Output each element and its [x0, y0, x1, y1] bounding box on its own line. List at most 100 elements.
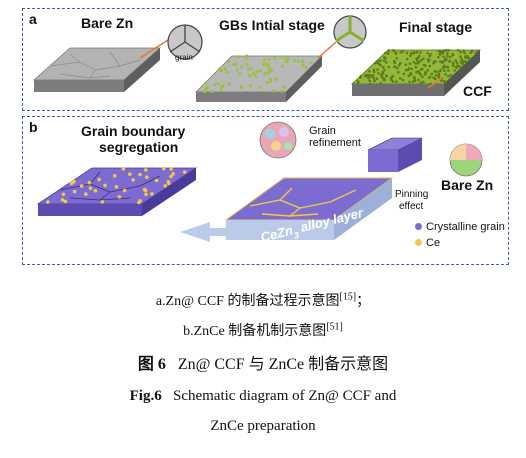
dot — [405, 57, 409, 61]
dot — [390, 78, 393, 82]
dot — [397, 64, 401, 67]
dot — [87, 180, 92, 185]
bare-zn-grain-circle — [449, 143, 483, 177]
dot — [383, 55, 386, 59]
dot — [100, 200, 105, 204]
dot — [203, 81, 208, 85]
dot — [61, 192, 66, 197]
dot — [112, 174, 117, 178]
dot — [446, 74, 450, 78]
dot — [309, 61, 313, 65]
dot — [69, 181, 74, 186]
bare-zn-label: Bare Zn — [81, 15, 134, 31]
dot — [216, 82, 220, 86]
dot — [446, 54, 449, 58]
fig-en-label: Fig.6 — [129, 388, 162, 404]
dot — [234, 62, 238, 66]
dot — [395, 66, 399, 70]
dot — [169, 167, 173, 171]
figure-title-en-1: Fig.6 Schematic diagram of Zn@ CCF and — [0, 388, 526, 405]
dot — [266, 62, 271, 67]
dot — [399, 61, 402, 65]
dot — [454, 59, 458, 62]
dot — [464, 60, 467, 63]
dot — [272, 89, 276, 93]
dot — [458, 65, 462, 68]
dot — [131, 178, 135, 182]
dot — [286, 57, 291, 61]
dot — [227, 81, 231, 86]
dot — [439, 68, 442, 72]
dot — [280, 64, 284, 68]
dot — [459, 55, 462, 58]
dot — [171, 172, 175, 176]
dot — [412, 60, 416, 64]
dot — [63, 199, 68, 204]
dot — [414, 62, 418, 65]
dot — [232, 63, 236, 67]
dot — [272, 56, 277, 60]
dot — [437, 55, 440, 59]
legend-ce-text: Ce — [426, 237, 441, 249]
ccf-label: CCF — [463, 83, 492, 99]
dot — [373, 79, 376, 83]
dot — [417, 78, 420, 82]
dot — [296, 59, 300, 63]
dot — [394, 52, 398, 56]
dot — [384, 74, 388, 78]
dot — [93, 189, 98, 193]
dot — [182, 170, 187, 174]
dot — [413, 75, 416, 79]
dot — [382, 66, 385, 69]
dot — [84, 192, 88, 196]
dot — [395, 80, 398, 84]
dot — [392, 49, 395, 52]
dot — [240, 85, 244, 90]
dot — [463, 51, 466, 55]
dot — [371, 73, 375, 77]
legend-ce: Ce — [415, 237, 440, 249]
dot — [251, 72, 256, 76]
dot — [393, 65, 396, 68]
dot — [408, 62, 412, 65]
fig-cn-label: 图 6 — [137, 356, 166, 373]
dot — [413, 51, 416, 54]
dot — [248, 74, 252, 78]
dot — [377, 72, 381, 75]
process-arrow — [180, 222, 226, 242]
dot — [453, 69, 457, 72]
dot — [470, 49, 474, 53]
dot — [408, 80, 411, 84]
dot — [420, 58, 423, 62]
dot — [428, 64, 432, 68]
dot — [407, 67, 411, 70]
dot — [79, 184, 84, 188]
dot — [128, 172, 132, 176]
dot — [441, 66, 445, 70]
dot — [398, 77, 402, 80]
legend-crystalline: Crystalline grain — [415, 221, 505, 233]
dot — [426, 52, 430, 55]
dot — [169, 174, 173, 179]
dot — [442, 55, 445, 58]
dot — [417, 70, 420, 73]
dot — [415, 58, 419, 62]
dot — [381, 72, 385, 75]
dot — [449, 73, 453, 77]
dot — [443, 57, 447, 60]
dot — [378, 59, 382, 63]
dot — [380, 73, 383, 77]
grain-ref-line2: refinement — [309, 137, 361, 149]
caption-a-text: a.Zn@ CCF 的制备过程示意图 — [155, 294, 340, 309]
panel-b-label: b — [29, 119, 38, 135]
dot — [219, 88, 224, 93]
dot — [454, 65, 458, 69]
dot — [368, 73, 371, 77]
dot — [372, 70, 376, 74]
dot — [163, 184, 168, 188]
dot — [443, 69, 446, 73]
dot — [441, 60, 445, 64]
dot — [430, 72, 434, 76]
dot — [437, 75, 440, 79]
gbs-initial-label: GBs Intial stage — [219, 17, 325, 33]
